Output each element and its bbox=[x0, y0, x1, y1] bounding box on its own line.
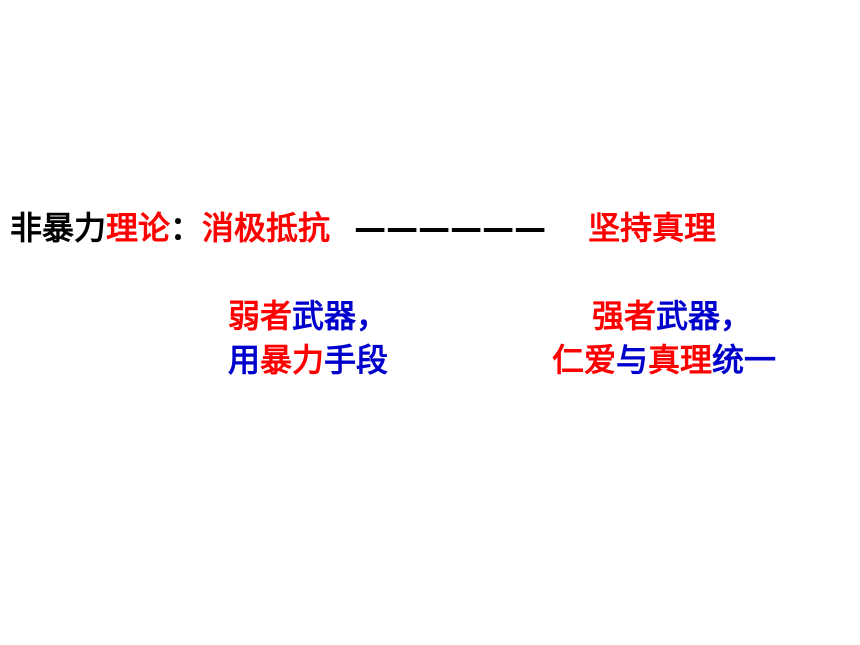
left-means: 手段 bbox=[324, 341, 389, 379]
right-unity: 统一 bbox=[712, 341, 777, 379]
title-passive-resistance: 消极抵抗 bbox=[202, 209, 331, 247]
right-line-1: 强者武器， bbox=[592, 296, 752, 336]
right-strong: 强者 bbox=[592, 297, 657, 335]
right-truth: 真理 bbox=[648, 341, 713, 379]
left-line-2: 用暴力手段 bbox=[228, 340, 388, 380]
title-row: 非暴力理论：消极抵抗 —————— 坚持真理 bbox=[10, 208, 716, 248]
right-and: 与 bbox=[616, 341, 649, 379]
left-weak: 弱者 bbox=[228, 297, 293, 335]
title-nonviolence: 非暴力 bbox=[10, 209, 107, 247]
left-weapon: 武器 bbox=[292, 297, 357, 335]
right-weapon: 武器 bbox=[656, 297, 721, 335]
title-dash: —————— bbox=[354, 209, 547, 247]
right-line-2: 仁爱与真理统一 bbox=[552, 340, 776, 380]
left-line-1: 弱者武器， bbox=[228, 296, 388, 336]
title-colon: ： bbox=[170, 209, 203, 247]
left-comma: ， bbox=[356, 297, 389, 335]
right-love: 仁爱 bbox=[552, 341, 617, 379]
left-use: 用 bbox=[228, 341, 261, 379]
title-uphold-truth: 坚持真理 bbox=[588, 209, 717, 247]
right-comma: ， bbox=[720, 297, 753, 335]
left-violence: 暴力 bbox=[260, 341, 325, 379]
title-theory: 理论 bbox=[106, 209, 171, 247]
